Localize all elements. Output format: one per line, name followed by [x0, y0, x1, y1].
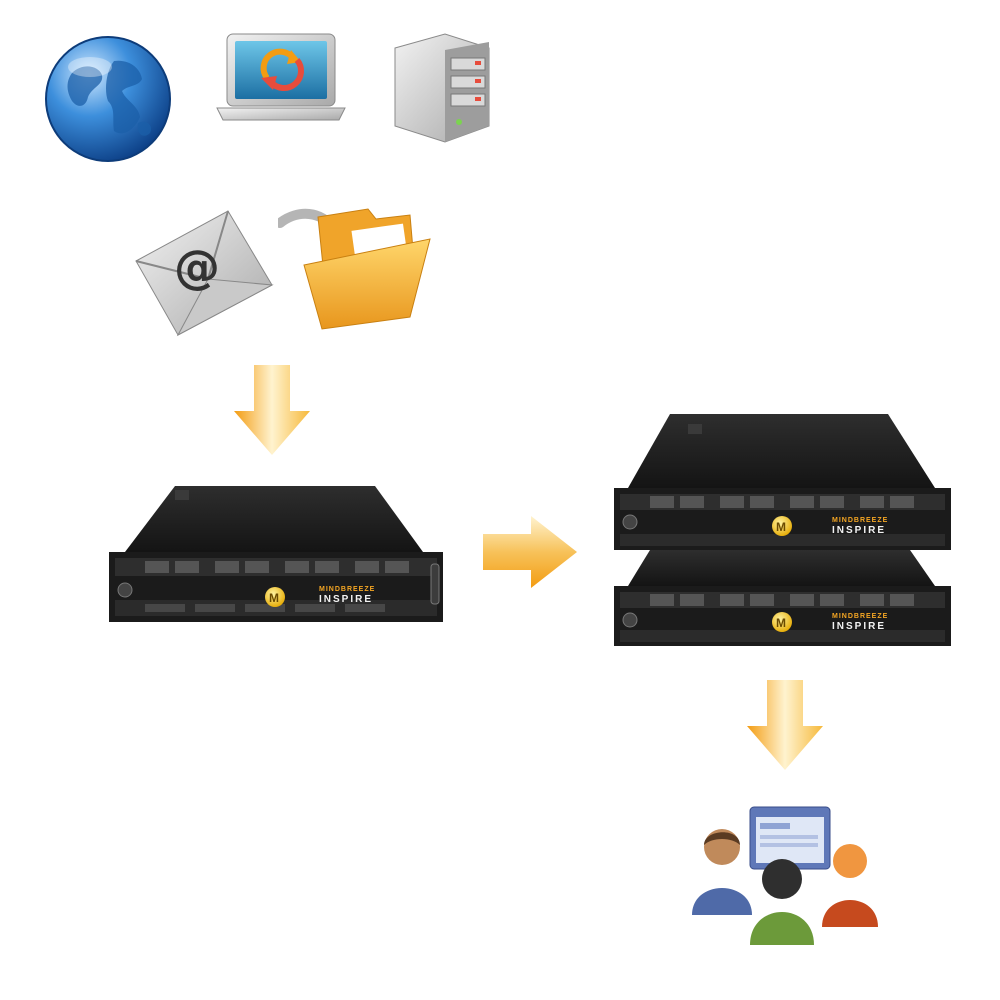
right-arrow	[483, 516, 579, 588]
svg-text:M: M	[776, 520, 786, 534]
brand-line1-bottom: MINDBREEZE	[832, 613, 888, 620]
brand-line2-top: INSPIRE	[832, 525, 886, 536]
email-icon: @	[130, 205, 275, 340]
svg-text:M: M	[776, 616, 786, 630]
users-with-browser-icon	[690, 805, 885, 947]
folder-icon	[298, 205, 436, 333]
file-server-icon	[385, 30, 497, 145]
down-arrow-2	[745, 680, 825, 772]
svg-text:M: M	[269, 591, 279, 605]
appliance-server-bottom: M MINDBREEZE INSPIRE	[614, 550, 951, 646]
brand-line1-top: MINDBREEZE	[832, 517, 888, 524]
down-arrow-1	[232, 365, 312, 457]
svg-text:@: @	[174, 240, 220, 294]
appliance-server-top: M MINDBREEZE INSPIRE	[614, 414, 951, 550]
globe-icon	[42, 35, 174, 163]
appliance-server-single: M MINDBREEZE INSPIRE	[105, 480, 445, 625]
laptop-sync-icon	[215, 32, 347, 124]
brand-line1: MINDBREEZE	[319, 586, 375, 593]
brand-line2-bottom: INSPIRE	[832, 621, 886, 632]
brand-line2: INSPIRE	[319, 594, 373, 605]
appliance-server-cluster: M MINDBREEZE INSPIRE M MINDBREEZE INSPIR…	[610, 410, 955, 650]
